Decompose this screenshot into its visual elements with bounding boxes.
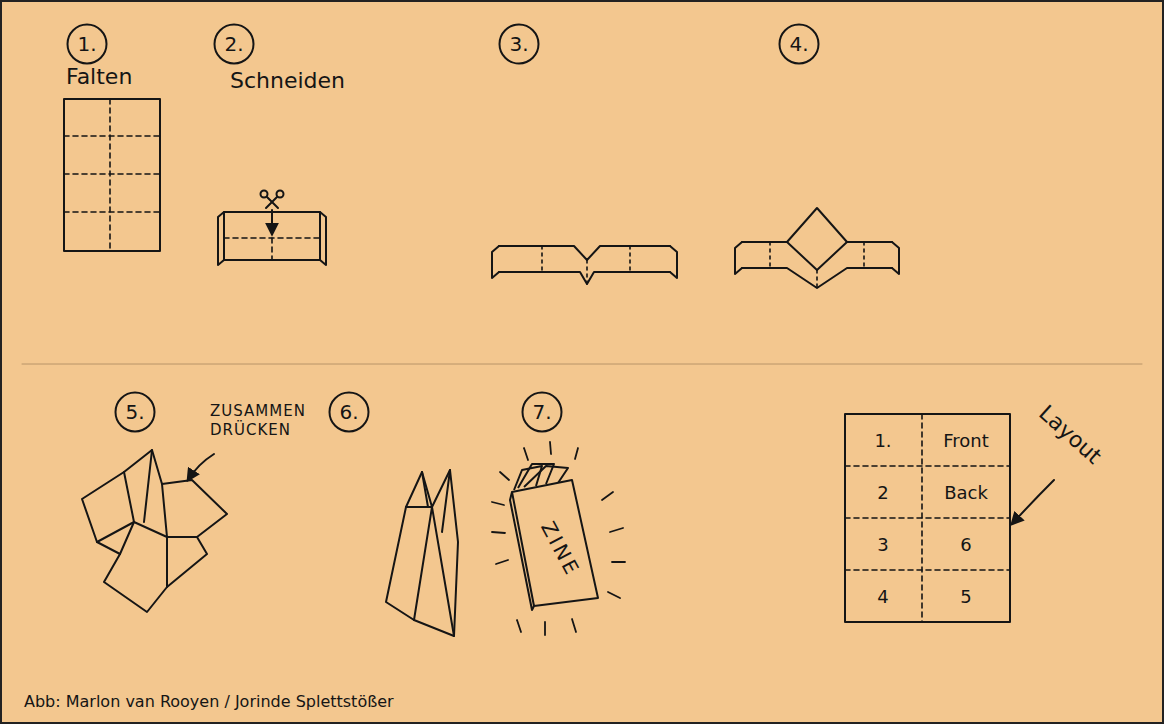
step-number: 3. (498, 23, 540, 65)
callout-note: ZUSAMMEN DRÜCKEN (210, 402, 328, 440)
zine-booklet: ZINE (502, 460, 612, 610)
layout-cell: 2 (877, 482, 888, 503)
step-number: 1. (66, 23, 108, 65)
step-number-text: 7. (532, 400, 551, 424)
layout-cell: Back (944, 482, 988, 503)
step-number: 4. (778, 23, 820, 65)
zine-text-holder: ZINE (502, 460, 612, 610)
layout-cell: 1. (874, 430, 891, 451)
layout-cell: Front (943, 430, 989, 451)
step-number-text: 5. (125, 400, 144, 424)
step-number-text: 6. (339, 400, 358, 424)
step-number: 6. (328, 391, 370, 433)
layout-cell: 3 (877, 534, 888, 555)
step-number: 2. (213, 23, 255, 65)
layout-cell: 6 (960, 534, 971, 555)
step-number-text: 2. (224, 32, 243, 56)
step-caption: Falten (66, 64, 132, 89)
layout-cell: 5 (960, 586, 971, 607)
layout-caption: Layout (1034, 400, 1106, 469)
step-number-text: 1. (77, 32, 96, 56)
step-number: 7. (521, 391, 563, 433)
layout-cell: 4 (877, 586, 888, 607)
step-number: 5. (114, 391, 156, 433)
credit-line: Abb: Marlon van Rooyen / Jorinde Spletts… (24, 692, 394, 711)
step-number-text: 3. (509, 32, 528, 56)
step-number-text: 4. (789, 32, 808, 56)
step-caption: Schneiden (230, 68, 345, 93)
zine-title: ZINE (536, 517, 585, 581)
